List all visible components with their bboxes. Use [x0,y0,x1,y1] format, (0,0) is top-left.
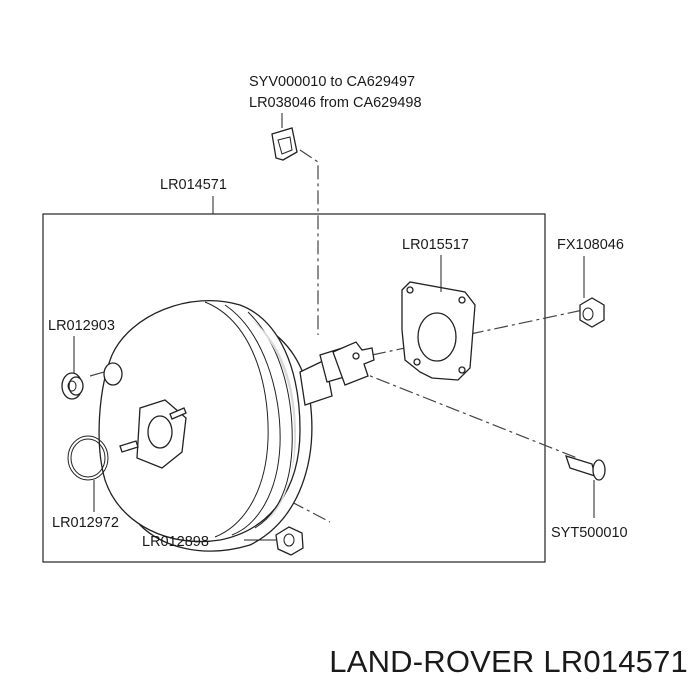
brand-part-number: LAND-ROVER LR014571 [329,644,688,679]
gasket-label: LR015517 [402,237,469,253]
grommet [61,336,84,400]
bracket-clip [271,113,298,161]
o-ring-label: LR012972 [52,515,119,531]
nut-right-label: FX108046 [557,237,624,253]
nut-right [579,256,605,328]
gasket-plate [401,255,476,381]
o-ring [67,435,109,512]
nut-bottom-label: LR012898 [142,534,209,550]
booster-assembly-label: LR014571 [160,177,227,193]
clevis-pin-label: SYT500010 [551,525,628,541]
clevis-pin [564,455,606,518]
grommet-label: LR012903 [48,318,115,334]
bracket-range-label-2: LR038046 from CA629498 [249,95,422,111]
assembly-frame [42,213,546,563]
nut-bottom [244,526,304,556]
brake-booster-body [98,300,375,552]
bracket-range-label-1: SYV000010 to CA629497 [249,74,415,90]
